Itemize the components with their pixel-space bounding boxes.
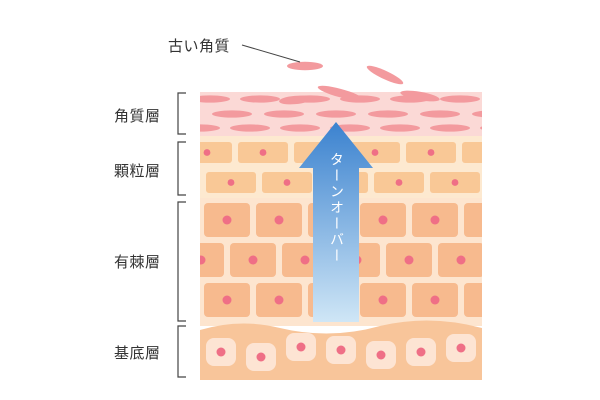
cell-nucleus [274, 215, 284, 225]
cell-nucleus [430, 215, 440, 225]
cell-nucleus [336, 345, 346, 355]
stratum-basale-layer [200, 320, 482, 380]
cell-nucleus [509, 256, 518, 265]
turnover-arrow-text: ターンオーバー [328, 152, 344, 264]
cell-nucleus [378, 295, 388, 305]
cell-nucleus [259, 149, 267, 156]
corneum-cell [480, 126, 482, 130]
corneum-cell [490, 95, 530, 102]
label-old-keratin: 古い角質 [168, 37, 231, 55]
cell-nucleus [508, 179, 515, 186]
old-keratin-flakes [279, 61, 440, 105]
cell-nucleus [451, 179, 459, 186]
cell-nucleus [248, 255, 258, 265]
turnover-arrow-shape [299, 122, 373, 322]
corneum-cell [280, 124, 320, 132]
corneum-cell [316, 110, 356, 118]
spinosum-cell [490, 243, 536, 277]
cell-nucleus [283, 179, 291, 186]
old-keratin-flake [279, 95, 311, 105]
spinosum-cell [464, 203, 482, 237]
cell-nucleus [222, 215, 232, 225]
cell-nucleus [427, 149, 435, 156]
corneum-cell [368, 110, 408, 118]
corneum-cell [472, 110, 482, 118]
corneum-cell [212, 110, 252, 118]
corneum-cell [240, 95, 280, 103]
granulosum-cell [200, 142, 232, 163]
cell-nucleus [376, 350, 386, 360]
cell-nucleus [300, 255, 310, 265]
bracket-basale [177, 325, 186, 378]
spinosum-cell [464, 283, 482, 317]
granulosum-cell [462, 142, 482, 163]
cell-nucleus [484, 149, 491, 156]
cell-nucleus [227, 179, 235, 186]
corneum-cell [200, 124, 220, 132]
old-keratin-flake [400, 90, 440, 102]
cell-nucleus [256, 352, 266, 362]
corneum-cell [440, 95, 480, 103]
cell-nucleus [416, 347, 426, 357]
cell-nucleus [395, 179, 403, 186]
label-stratum-corneum: 角質層 [114, 107, 161, 125]
cell-nucleus [222, 295, 232, 305]
cell-nucleus [404, 255, 414, 265]
cell-nucleus [378, 215, 388, 225]
corneum-cell [420, 110, 460, 118]
old-keratin-flake [287, 61, 323, 71]
cell-nucleus [203, 149, 211, 156]
turnover-arrow [299, 122, 373, 322]
cell-nucleus [296, 342, 306, 352]
label-stratum-granulosum: 顆粒層 [114, 162, 161, 180]
cell-nucleus [483, 216, 492, 225]
old-keratin-flake [317, 85, 363, 101]
corneum-cell [200, 95, 230, 103]
bracket-granulosum [177, 141, 186, 196]
cell-nucleus [483, 296, 492, 305]
bracket-corneum [177, 92, 186, 135]
spinosum-cell [200, 243, 224, 277]
label-stratum-spinosum: 有棘層 [114, 253, 161, 271]
cell-nucleus [456, 343, 466, 353]
cell-nucleus [200, 255, 206, 265]
granulosum-cell [486, 172, 536, 193]
corneum-cell [430, 124, 470, 132]
corneum-cell [230, 124, 270, 132]
old-keratin-flake [366, 65, 404, 85]
label-stratum-basale: 基底層 [114, 344, 161, 362]
old-keratin-leader-line [241, 44, 301, 63]
cell-nucleus [371, 149, 379, 156]
cell-nucleus [274, 295, 284, 305]
layer-brackets [177, 92, 186, 378]
bracket-spinosum [177, 201, 186, 322]
corneum-cell [264, 110, 304, 118]
cell-nucleus [216, 347, 226, 357]
corneum-cell [380, 124, 420, 132]
cell-nucleus [456, 255, 466, 265]
cell-nucleus [430, 295, 440, 305]
